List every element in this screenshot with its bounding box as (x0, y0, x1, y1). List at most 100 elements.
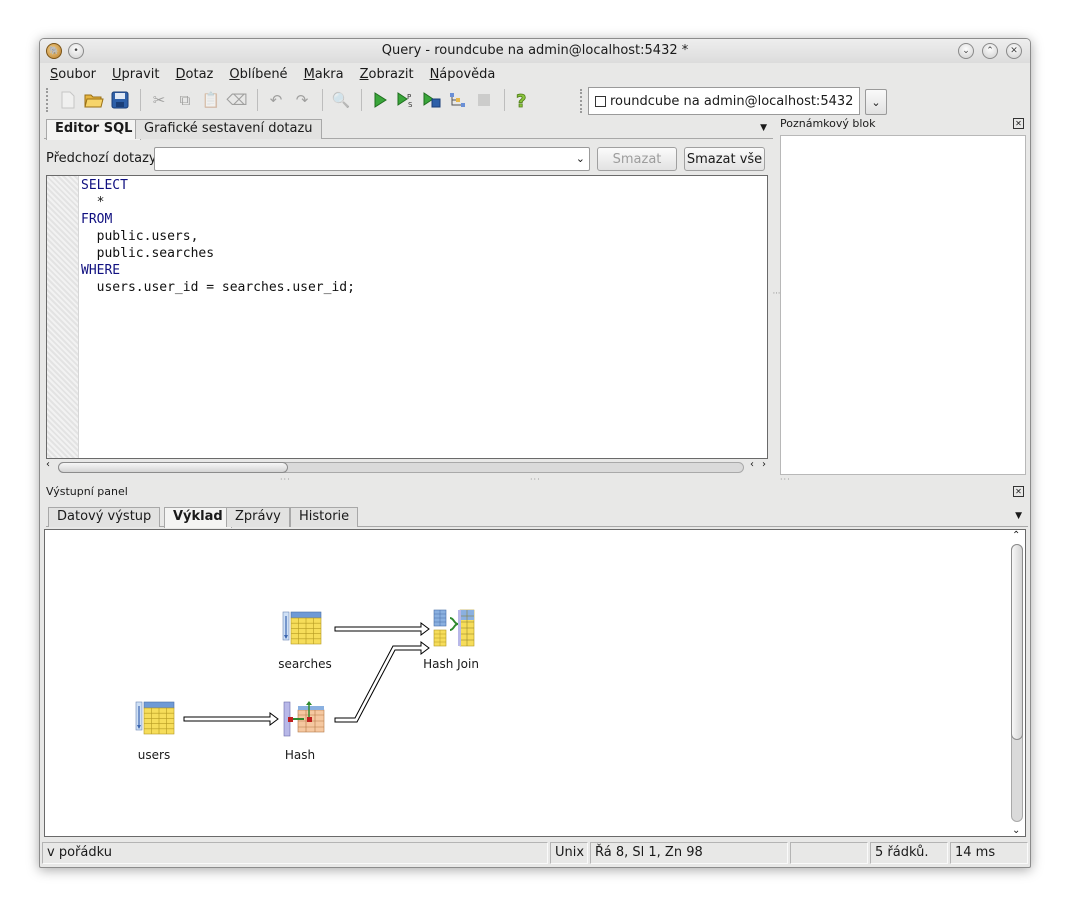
editor-tabs: Editor SQL Grafické sestavení dotazu ▼ (44, 117, 773, 140)
explain-canvas[interactable]: searches users Hash Hash Join ⌃ ⌄ (44, 529, 1026, 837)
menu-bar: Soubor Upravit Dotaz Oblíbené Makra Zobr… (40, 63, 1030, 85)
node-label-hash: Hash (284, 748, 316, 762)
status-cursor-position: Řá 8, Sl 1, Zn 98 (590, 842, 788, 864)
svg-text:?: ? (516, 91, 526, 110)
tab-graphical-query-builder[interactable]: Grafické sestavení dotazu (135, 119, 322, 139)
editor-horizontal-scrollbar[interactable]: ‹ ‹ › (46, 459, 768, 475)
close-icon[interactable]: ✕ (1006, 43, 1022, 59)
code-line: public.searches (81, 246, 215, 261)
open-folder-icon[interactable] (82, 88, 106, 112)
code-line: SELECT (81, 178, 128, 193)
previous-queries-label: Předchozí dotazy (46, 151, 157, 166)
scroll-left-icon[interactable]: ‹ (46, 459, 50, 470)
help-icon[interactable]: ? (511, 88, 535, 112)
notepad-textarea[interactable] (780, 135, 1026, 475)
delete-button[interactable]: Smazat (597, 147, 677, 171)
horizontal-splitter[interactable]: ··· (280, 475, 291, 484)
maximize-icon[interactable]: ⌃ (982, 43, 998, 59)
sql-code-editor[interactable]: SELECT *FROM public.users, public.search… (46, 175, 768, 459)
explain-icon[interactable] (446, 88, 470, 112)
hash-node-icon[interactable] (283, 701, 325, 737)
node-label-searches: searches (278, 657, 332, 671)
code-line: public.users, (81, 229, 199, 244)
minimize-icon[interactable]: ⌄ (958, 43, 974, 59)
status-state: v pořádku (42, 842, 548, 864)
status-line-ending: Unix (550, 842, 588, 864)
status-blank (790, 842, 868, 864)
paste-icon[interactable]: 📋 (201, 91, 221, 109)
tab-editor-sql[interactable]: Editor SQL (46, 119, 142, 140)
status-elapsed-time: 14 ms (950, 842, 1028, 864)
horizontal-splitter[interactable]: ··· (530, 475, 541, 484)
tab-data-output[interactable]: Datový výstup (48, 507, 161, 527)
tab-explain[interactable]: Výklad (164, 507, 232, 528)
previous-queries-select[interactable]: ⌄ (154, 147, 590, 171)
output-vertical-scrollbar[interactable]: ⌃ ⌄ (1009, 530, 1025, 836)
copy-icon[interactable]: ⧉ (179, 91, 191, 109)
toolbar-grip[interactable] (580, 89, 584, 113)
pgadmin-app-icon[interactable]: 🐘 (46, 43, 62, 59)
scroll-right-icon[interactable]: › (762, 459, 766, 470)
explain-diagram (135, 609, 475, 737)
output-panel-title: Výstupní panel (46, 485, 128, 498)
tab-messages[interactable]: Zprávy (226, 507, 290, 527)
status-row-count: 5 řádků. (870, 842, 948, 864)
plan-arrow (334, 641, 430, 723)
execute-to-file-icon[interactable] (420, 88, 444, 112)
clear-icon[interactable]: ⌫ (226, 91, 248, 109)
scroll-left-icon[interactable]: ‹ (750, 459, 754, 470)
tabs-menu-icon[interactable]: ▼ (760, 123, 767, 133)
redo-icon[interactable]: ↷ (295, 91, 309, 109)
tab-history[interactable]: Historie (290, 507, 359, 527)
close-icon[interactable]: ✕ (1013, 486, 1024, 497)
plan-arrow (183, 712, 279, 726)
toolbar-separator (322, 89, 323, 111)
scroll-up-icon[interactable]: ⌃ (1012, 530, 1021, 541)
connection-select[interactable]: roundcube na admin@localhost:5432 (588, 87, 860, 115)
menu-upravit[interactable]: Upravit (112, 67, 160, 82)
sql-text[interactable]: SELECT *FROM public.users, public.search… (81, 177, 355, 296)
svg-text:P: P (407, 93, 411, 101)
users-node-icon[interactable] (135, 701, 175, 735)
menu-napoveda[interactable]: Nápověda (429, 67, 496, 82)
toolbar-separator (257, 89, 258, 111)
new-file-icon[interactable] (56, 88, 80, 112)
searches-node-icon[interactable] (282, 611, 322, 645)
query-window: 🐘 • Query - roundcube na admin@localhost… (39, 38, 1031, 868)
close-icon[interactable]: ✕ (1013, 118, 1024, 129)
toolbar-separator (504, 89, 505, 111)
find-icon[interactable]: 🔍 (331, 91, 351, 109)
connection-color-swatch (595, 95, 606, 107)
toolbar-grip[interactable] (46, 88, 50, 112)
menu-zobrazit[interactable]: Zobrazit (359, 67, 414, 82)
menu-makra[interactable]: Makra (303, 67, 344, 82)
window-title: Query - roundcube na admin@localhost:543… (381, 43, 689, 58)
scroll-down-icon[interactable]: ⌄ (1012, 825, 1021, 836)
connection-dropdown-button[interactable]: ⌄ (865, 89, 887, 115)
menu-soubor[interactable]: Soubor (50, 67, 97, 82)
vertical-splitter[interactable]: ⋮ (772, 289, 781, 298)
tabs-menu-icon[interactable]: ▼ (1015, 511, 1022, 521)
stop-icon[interactable] (472, 88, 496, 112)
svg-text:S: S (408, 101, 413, 109)
scrollbar-thumb[interactable] (58, 462, 288, 473)
chevron-down-icon: ⌄ (575, 152, 585, 165)
undo-icon[interactable]: ↶ (269, 91, 283, 109)
window-menu-icon[interactable]: • (68, 43, 84, 59)
menu-oblibene[interactable]: Oblíbené (229, 67, 288, 82)
cut-icon[interactable]: ✂ (152, 91, 166, 109)
scrollbar-thumb[interactable] (1011, 544, 1023, 740)
plan-arrow (334, 622, 430, 636)
previous-queries-row: Předchozí dotazy ⌄ Smazat Smazat vše (44, 145, 773, 171)
status-bar: v pořádku Unix Řá 8, Sl 1, Zn 98 5 řádků… (40, 841, 1030, 865)
horizontal-splitter[interactable]: ··· (780, 475, 791, 484)
save-icon[interactable] (108, 88, 132, 112)
hash-join-node-icon[interactable] (433, 609, 475, 647)
menu-dotaz[interactable]: Dotaz (175, 67, 214, 82)
execute-icon[interactable] (368, 88, 392, 112)
toolbar-separator (140, 89, 141, 111)
delete-all-button[interactable]: Smazat vše (684, 147, 765, 171)
code-line: users.user_id = searches.user_id; (81, 280, 355, 295)
